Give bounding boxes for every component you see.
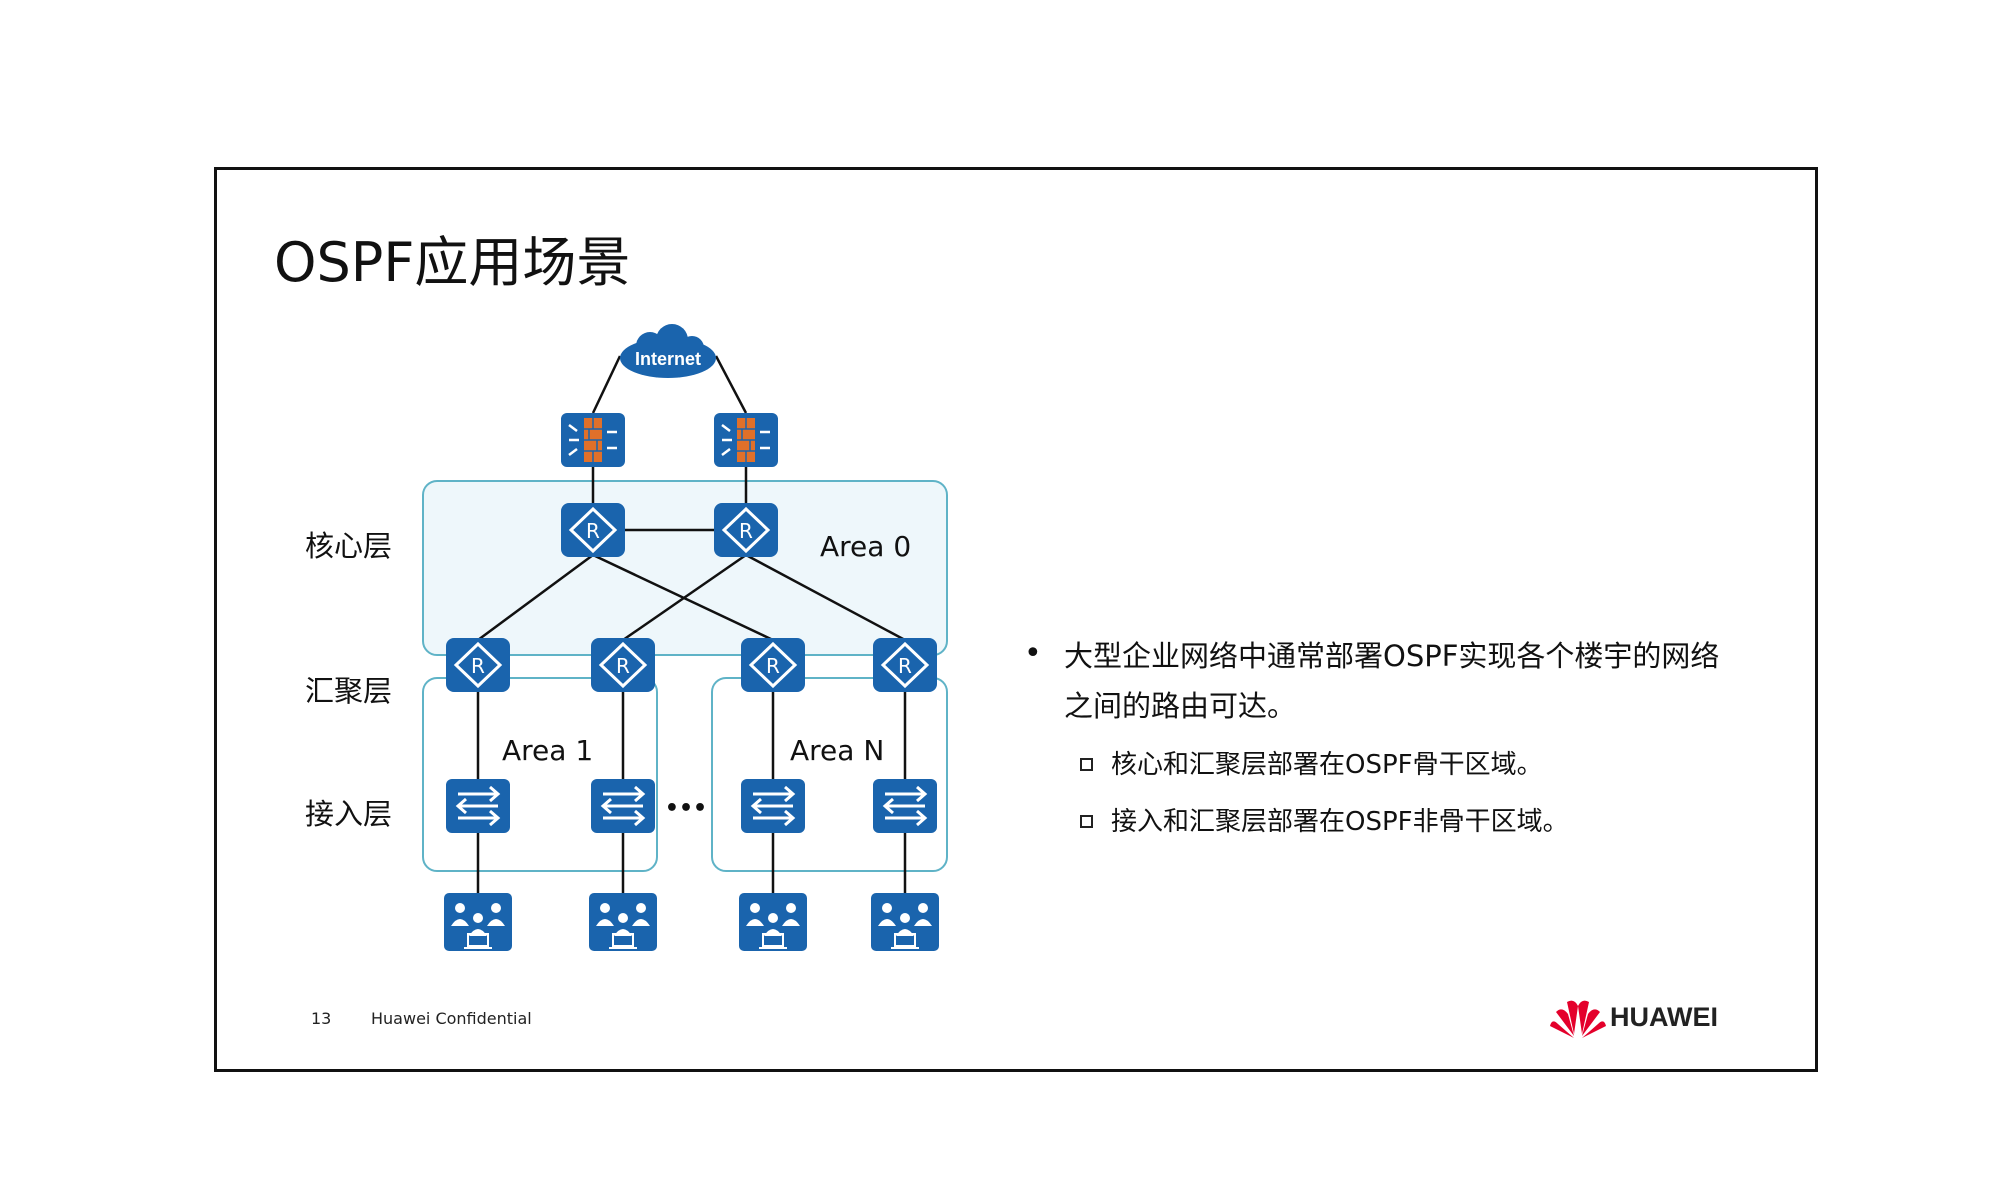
user-group-icon	[443, 892, 513, 952]
core-router-icon	[712, 501, 780, 559]
sub-bullet-marker	[1080, 758, 1093, 771]
page-number: 13	[311, 1009, 332, 1028]
sub-bullet-text: 接入和汇聚层部署在OSPF非骨干区域。	[1111, 807, 1569, 837]
sub-bullet-text: 核心和汇聚层部署在OSPF骨干区域。	[1111, 750, 1543, 780]
user-group-icon	[738, 892, 808, 952]
distribution-router-icon	[871, 636, 939, 694]
area-n-label: Area N	[790, 734, 885, 767]
user-group-icon	[870, 892, 940, 952]
area-n-region	[711, 677, 948, 872]
main-bullet-text-line2: 之间的路由可达。	[1064, 689, 1297, 723]
distribution-router-icon	[589, 636, 657, 694]
huawei-logo-icon	[1550, 1000, 1606, 1038]
area-0-region	[422, 480, 948, 656]
bullet-dot: •	[1024, 636, 1042, 671]
layer-label-access: 接入层	[305, 797, 393, 831]
access-switch-icon	[589, 777, 657, 835]
main-bullet-text: 大型企业网络中通常部署OSPF实现各个楼宇的网络	[1064, 639, 1720, 673]
access-switch-icon	[444, 777, 512, 835]
distribution-router-icon	[739, 636, 807, 694]
distribution-router-icon	[444, 636, 512, 694]
page-title: OSPF应用场景	[274, 231, 631, 294]
area-0-label: Area 0	[820, 530, 912, 563]
access-switch-icon	[871, 777, 939, 835]
confidential-label: Huawei Confidential	[371, 1009, 532, 1028]
huawei-logo-text: HUAWEI	[1610, 1002, 1718, 1032]
layer-label-distribution: 汇聚层	[305, 674, 393, 708]
firewall-icon	[712, 411, 780, 469]
user-group-icon	[588, 892, 658, 952]
internet-label: Internet	[635, 349, 701, 369]
ellipsis: •••	[665, 796, 707, 821]
access-switch-icon	[739, 777, 807, 835]
sub-bullet-marker	[1080, 815, 1093, 828]
firewall-icon	[559, 411, 627, 469]
core-router-icon	[559, 501, 627, 559]
slide-frame	[214, 167, 1818, 1072]
internet-cloud-icon: Internet	[620, 324, 716, 378]
layer-label-core: 核心层	[305, 529, 393, 563]
area-1-label: Area 1	[502, 734, 594, 767]
